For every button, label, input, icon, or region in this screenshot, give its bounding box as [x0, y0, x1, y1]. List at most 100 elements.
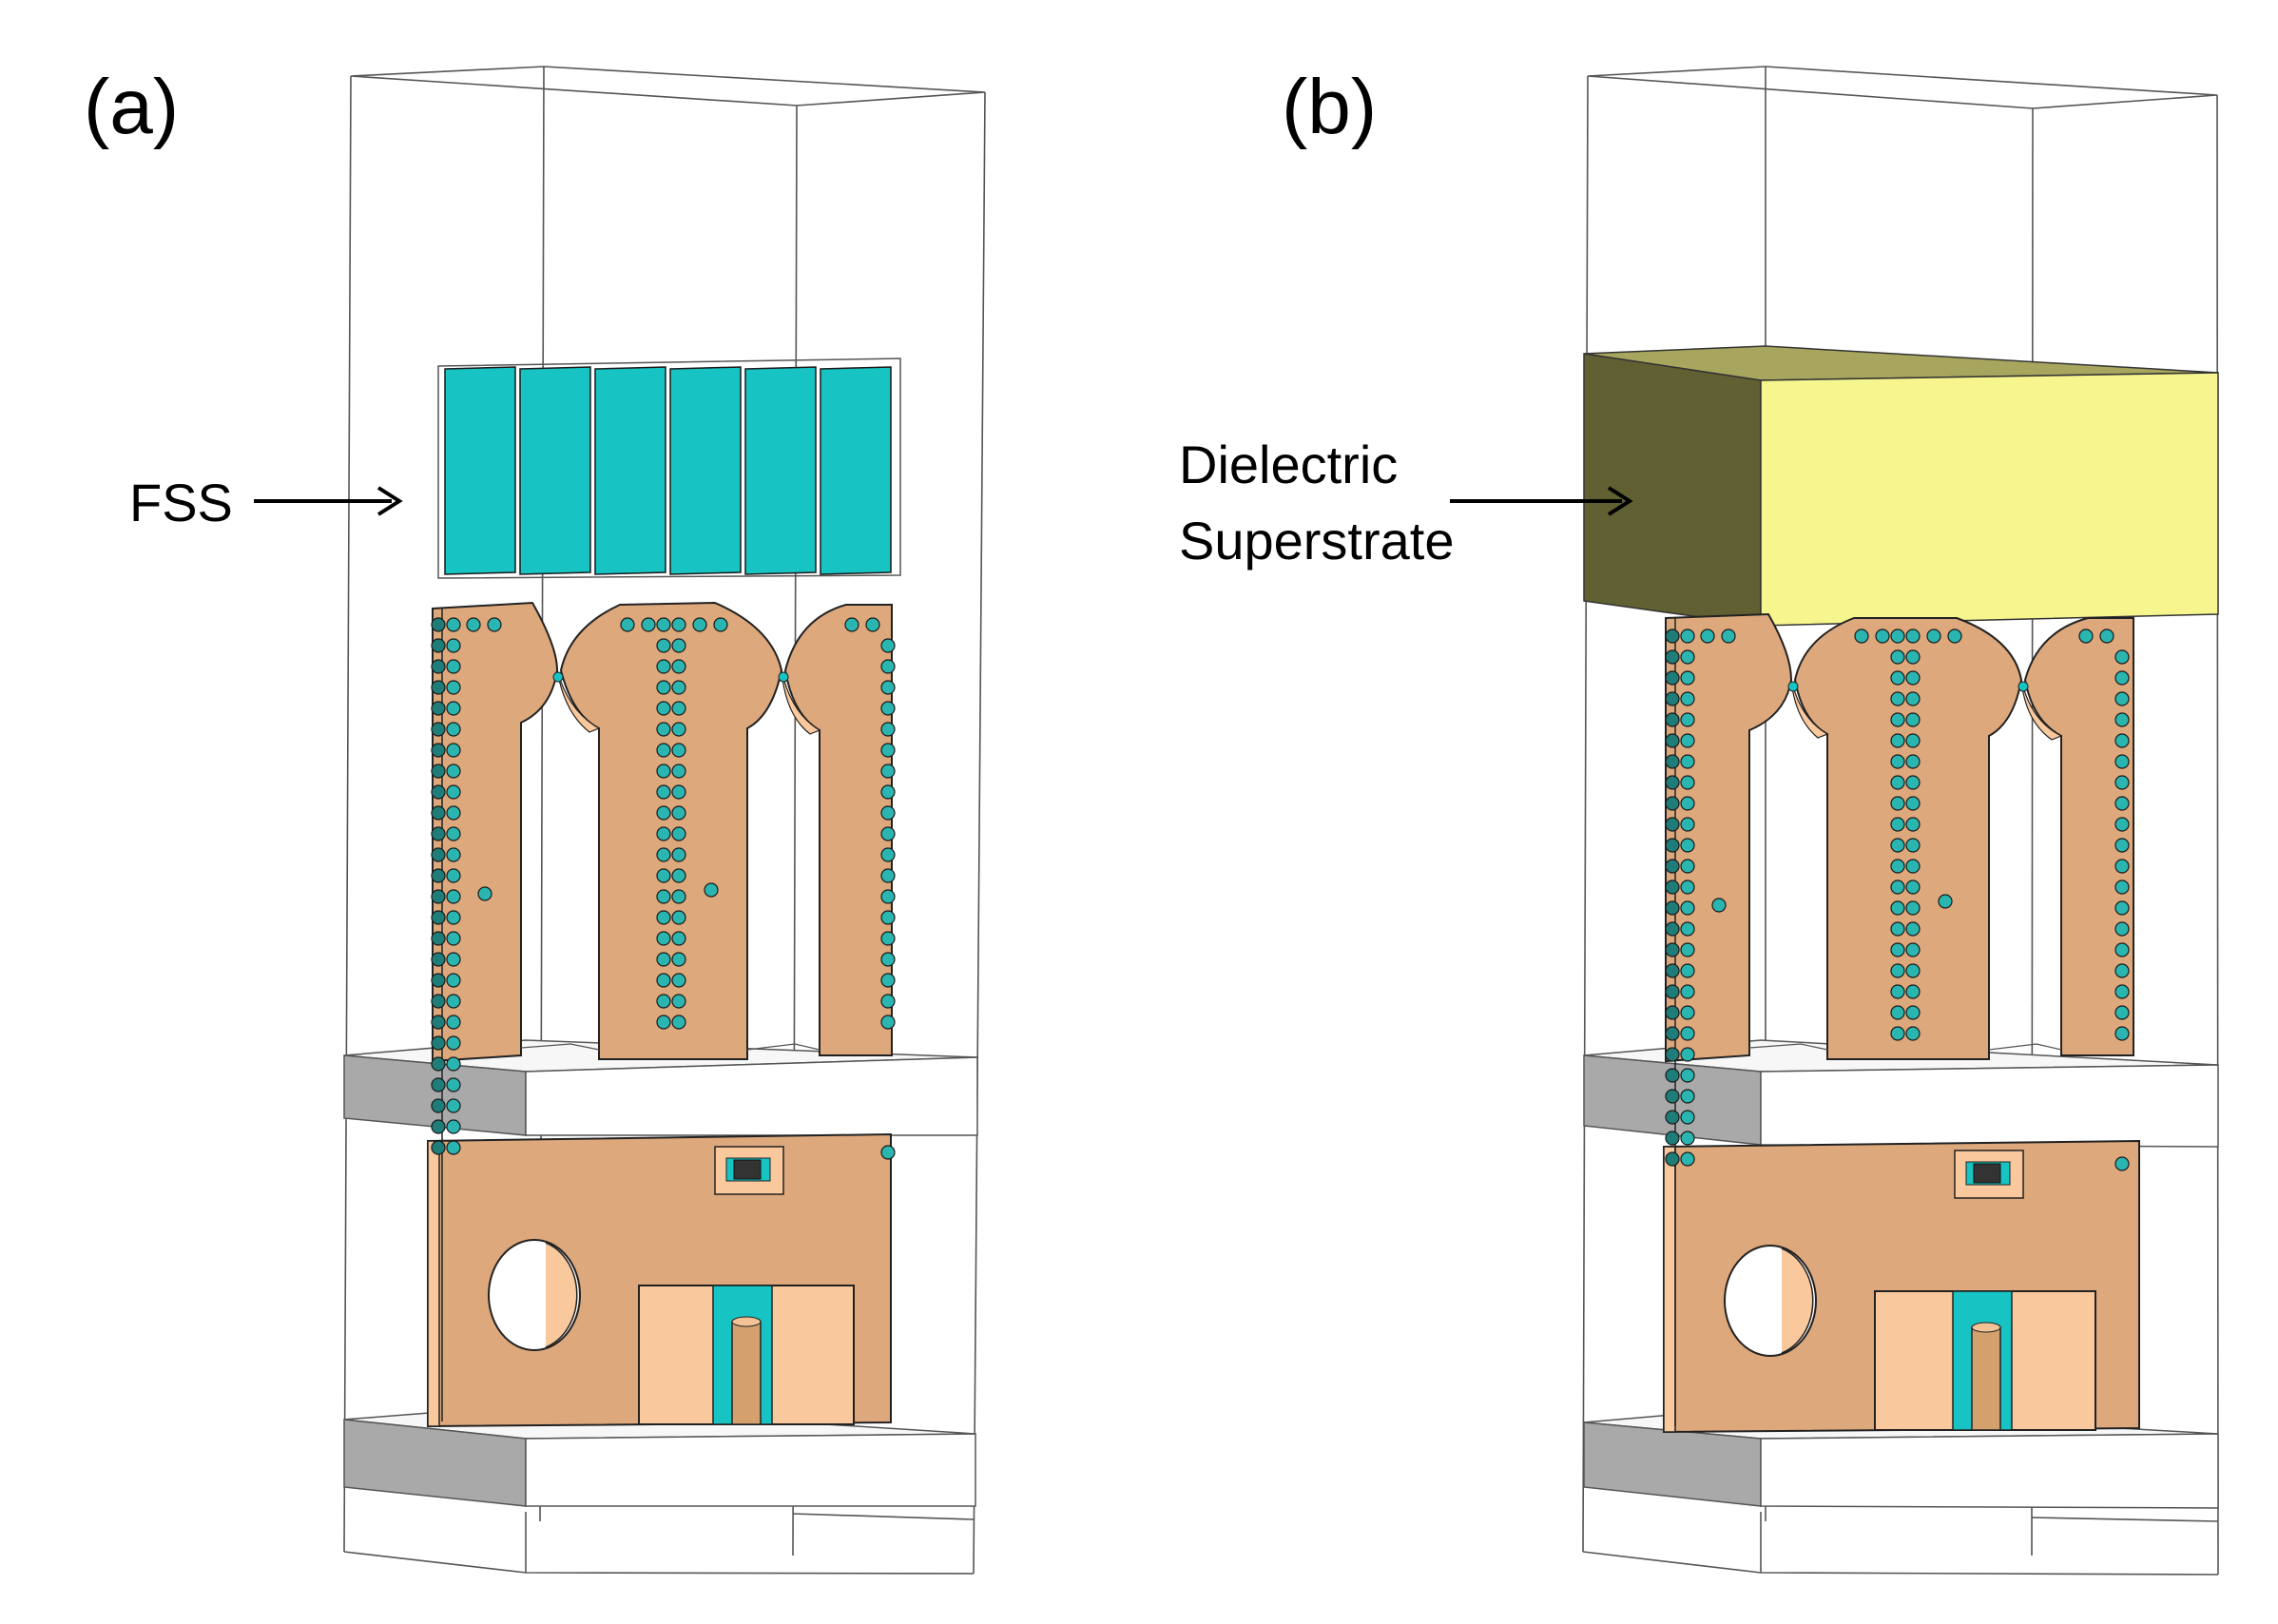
via	[692, 617, 707, 632]
via	[1680, 754, 1695, 769]
via	[671, 743, 686, 758]
fss-cell	[444, 366, 516, 575]
via	[1680, 628, 1695, 644]
via	[1665, 670, 1680, 686]
via	[1680, 1151, 1695, 1167]
via	[880, 847, 896, 862]
via	[671, 1015, 686, 1030]
via	[1875, 628, 1890, 644]
via	[671, 659, 686, 674]
via	[1905, 963, 1921, 978]
via	[1665, 817, 1680, 832]
via	[1890, 670, 1905, 686]
via	[1905, 712, 1921, 727]
via	[656, 743, 671, 758]
via	[1680, 817, 1695, 832]
via	[2114, 1156, 2130, 1171]
via	[2114, 838, 2130, 853]
via	[1680, 880, 1695, 895]
via	[880, 952, 896, 967]
via	[446, 910, 461, 925]
via	[2114, 817, 2130, 832]
via	[431, 1035, 446, 1051]
panel-b-tag: (b)	[1282, 64, 1377, 150]
via	[431, 764, 446, 779]
via	[431, 1119, 446, 1134]
via	[431, 826, 446, 841]
dielectric-superstrate	[1583, 345, 2219, 627]
via	[1905, 628, 1921, 644]
via	[446, 973, 461, 988]
via	[1905, 691, 1921, 706]
via	[880, 722, 896, 737]
via	[671, 638, 686, 653]
panel-a-dipole-arms	[432, 601, 893, 1421]
panel-b-dipole-arms	[1665, 612, 2134, 1426]
via	[656, 994, 671, 1009]
via	[880, 931, 896, 946]
via	[1680, 1026, 1695, 1041]
via	[1890, 754, 1905, 769]
via	[1711, 898, 1727, 913]
via	[656, 931, 671, 946]
via	[446, 743, 461, 758]
via	[1680, 942, 1695, 957]
via	[1890, 942, 1905, 957]
via	[446, 680, 461, 695]
via	[1680, 775, 1695, 790]
via	[1680, 1110, 1695, 1125]
via	[880, 868, 896, 883]
via	[446, 1119, 461, 1134]
via	[2114, 796, 2130, 811]
via	[656, 659, 671, 674]
via	[446, 722, 461, 737]
panel-a-bottom-slab	[343, 1404, 976, 1507]
via	[2114, 775, 2130, 790]
via	[1680, 921, 1695, 937]
via	[2114, 691, 2130, 706]
via	[431, 638, 446, 653]
via	[1665, 712, 1680, 727]
via	[1905, 796, 1921, 811]
via	[431, 889, 446, 904]
panel-b-feed-board	[1663, 1139, 2140, 1434]
via	[1665, 942, 1680, 957]
via	[431, 1056, 446, 1072]
via	[1890, 1005, 1905, 1020]
via	[1680, 1068, 1695, 1083]
via	[1890, 775, 1905, 790]
via	[1665, 754, 1680, 769]
via	[446, 1015, 461, 1030]
via	[2114, 1026, 2130, 1041]
via	[1905, 880, 1921, 895]
via	[671, 722, 686, 737]
via	[446, 1035, 461, 1051]
via	[880, 1145, 896, 1160]
via	[446, 868, 461, 883]
via	[1890, 900, 1905, 916]
via	[1905, 754, 1921, 769]
via	[1890, 733, 1905, 748]
via	[656, 1015, 671, 1030]
fss-label: FSS	[129, 473, 233, 532]
via	[431, 1098, 446, 1113]
via	[880, 1015, 896, 1030]
fss-annotation: FSS	[129, 473, 403, 532]
via	[1680, 859, 1695, 874]
via	[446, 826, 461, 841]
via	[431, 805, 446, 821]
superstrate-annotation: Dielectric Superstrate	[1179, 435, 1633, 570]
via	[1890, 859, 1905, 874]
superstrate-label-line1: Dielectric	[1179, 435, 1398, 494]
fss-cells	[444, 366, 892, 575]
via	[880, 889, 896, 904]
via	[1680, 733, 1695, 748]
via	[713, 617, 728, 632]
via	[2114, 963, 2130, 978]
via	[671, 994, 686, 1009]
via	[656, 889, 671, 904]
via	[656, 847, 671, 862]
via	[1905, 817, 1921, 832]
via	[446, 1077, 461, 1092]
via	[880, 764, 896, 779]
